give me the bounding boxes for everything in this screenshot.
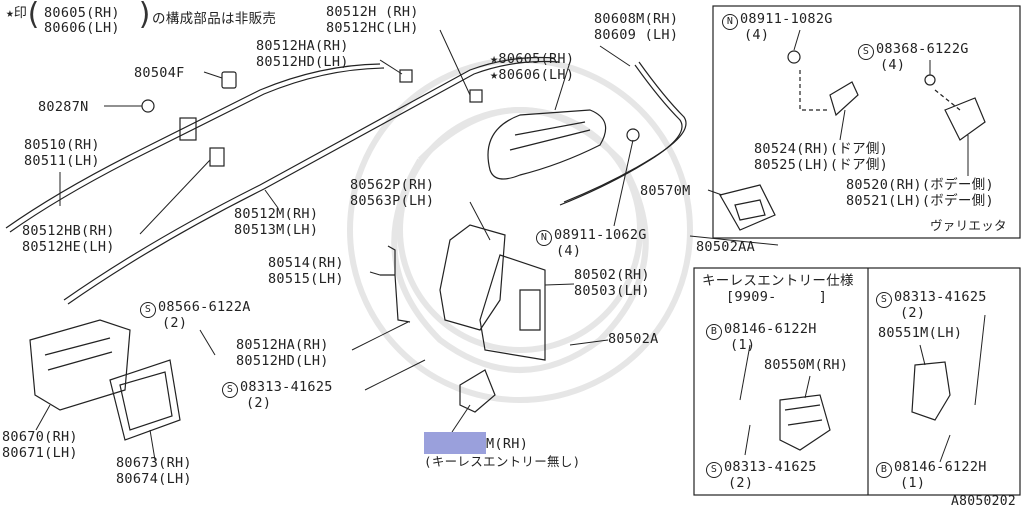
label-80609: 80609 (LH) (594, 27, 679, 43)
rod-80510 (5, 63, 381, 229)
label-80512ha-low: 80512HA(RH) (236, 337, 329, 353)
n-symbol: N (722, 14, 738, 30)
label-80514: 80514(RH) (268, 255, 344, 271)
note-part-a: 80605(RH) (44, 5, 120, 21)
label-80570m: 80570M (640, 183, 691, 199)
actuator-80551m (911, 361, 951, 421)
label-80503: 80503(LH) (574, 283, 650, 299)
label-80287n: 80287N (38, 99, 89, 115)
bracket-80524 (829, 81, 859, 117)
note-part-b: 80606(LH) (44, 20, 120, 36)
note-star: ★印 (6, 6, 27, 21)
striker-80570m (719, 184, 776, 231)
label-m-rh: M(RH) (486, 436, 529, 452)
label-08566-qty: (2) (162, 315, 188, 331)
label-80673: 80673(RH) (116, 455, 192, 471)
box1-caption: ヴァリエッタ (930, 218, 1007, 233)
box3-08146-qty: (1) (900, 475, 926, 491)
box2-08146-qty: (1) (730, 337, 756, 353)
box2-08313-qty: (2) (728, 475, 754, 491)
latch-body (439, 224, 506, 331)
label-80512hc: 80512HC(LH) (326, 20, 419, 36)
rod-80514 (380, 245, 411, 323)
label-80510: 80510(RH) (24, 137, 100, 153)
label-80670: 80670(RH) (2, 429, 78, 445)
variety-box (712, 5, 1021, 239)
rod-80512m (63, 56, 556, 301)
watermark-emblem (347, 57, 693, 403)
note-text: の構成部品は非販売 (152, 11, 277, 27)
b-symbol: B (876, 462, 892, 478)
label-80511: 80511(LH) (24, 153, 100, 169)
s-symbol: S (858, 44, 874, 60)
label-08911-mid-qty: (4) (556, 243, 582, 259)
outer-handle (487, 109, 607, 180)
box1-80524: 80524(RH)(ドア側) (754, 141, 889, 157)
box1-08911-qty: (4) (744, 27, 770, 43)
label-80512m: 80512M(RH) (234, 206, 319, 222)
label-08313-low-qty: (2) (246, 395, 272, 411)
latch-plate (479, 254, 546, 361)
label-80502: 80502(RH) (574, 267, 650, 283)
label-80674: 80674(LH) (116, 471, 192, 487)
box3-80551m: 80551M(LH) (878, 325, 963, 341)
s-symbol: S (140, 302, 156, 318)
actuator-80550 (459, 369, 496, 413)
label-80608m: 80608M(RH) (594, 11, 679, 27)
box1-80525: 80525(LH)(ドア側) (754, 157, 889, 173)
label-80504f: 80504F (134, 65, 185, 81)
leader-lines (35, 29, 986, 463)
b-symbol: B (706, 324, 722, 340)
part-80504f (221, 71, 237, 89)
highlight-box (424, 432, 486, 454)
inner-handle-80670 (29, 319, 131, 411)
label-no-keyless: (キーレスエントリー無し) (424, 454, 581, 469)
label-80502a: 80502A (608, 331, 659, 347)
box2-date: [9909- ] (726, 289, 828, 305)
box1-80521: 80521(LH)(ボデー側) (846, 193, 994, 209)
label-80513m: 80513M(LH) (234, 222, 319, 238)
actuator-80550m (779, 394, 831, 451)
label-80512h: 80512H (RH) (326, 4, 419, 20)
label-80512hb: 80512HB(RH) (22, 223, 115, 239)
keyless-box (693, 267, 1021, 496)
box1-08368-qty: (4) (880, 57, 906, 73)
label-80502aa: 80502AA (696, 239, 755, 255)
label-80606: ★80606(LH) (490, 67, 575, 83)
reference-code: A8050202 (950, 494, 1016, 509)
label-80605: ★80605(RH) (490, 51, 575, 67)
label-80512ha-top: 80512HA(RH) (256, 38, 349, 54)
label-80512hd-low: 80512HD(LH) (236, 353, 329, 369)
box1-80520: 80520(RH)(ボデー側) (846, 177, 994, 193)
s-symbol: S (876, 292, 892, 308)
bracket-80520 (944, 97, 986, 141)
box2-80550m: 80550M(RH) (764, 357, 849, 373)
box3-08313-qty: (2) (900, 305, 926, 321)
label-80563p: 80563P(LH) (350, 193, 435, 209)
label-80562p: 80562P(RH) (350, 177, 435, 193)
label-80671: 80671(LH) (2, 445, 78, 461)
label-80515: 80515(LH) (268, 271, 344, 287)
n-symbol: N (536, 230, 552, 246)
label-80512he: 80512HE(LH) (22, 239, 115, 255)
escutcheon-80673 (109, 359, 181, 441)
s-symbol: S (222, 382, 238, 398)
label-80512hd-top: 80512HD(LH) (256, 54, 349, 70)
s-symbol: S (706, 462, 722, 478)
box2-title: キーレスエントリー仕様 (702, 273, 854, 289)
